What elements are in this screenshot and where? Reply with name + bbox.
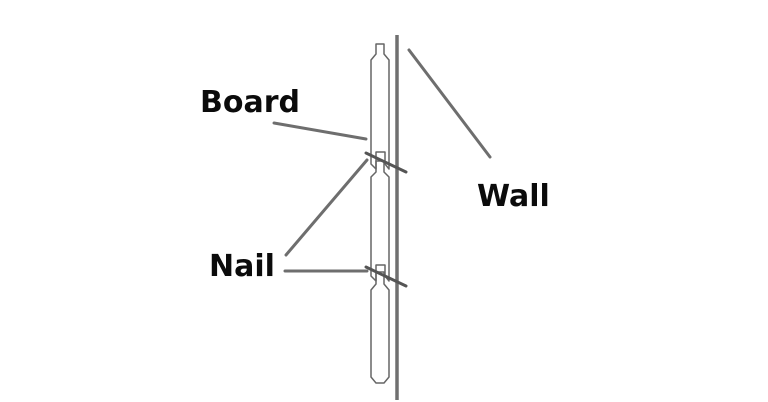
wall-leader-line <box>407 48 492 159</box>
boards <box>370 43 390 384</box>
board-top <box>370 43 390 170</box>
board-bottom <box>370 271 390 384</box>
wall-label: Wall <box>477 179 550 214</box>
nail-leader-line-upper <box>284 158 369 257</box>
nail-bottom <box>364 265 408 288</box>
board-label: Board <box>200 85 300 120</box>
nail-label: Nail <box>209 249 275 284</box>
board-leader-line <box>272 121 368 141</box>
board-middle <box>370 160 390 282</box>
nail-top <box>364 151 408 174</box>
